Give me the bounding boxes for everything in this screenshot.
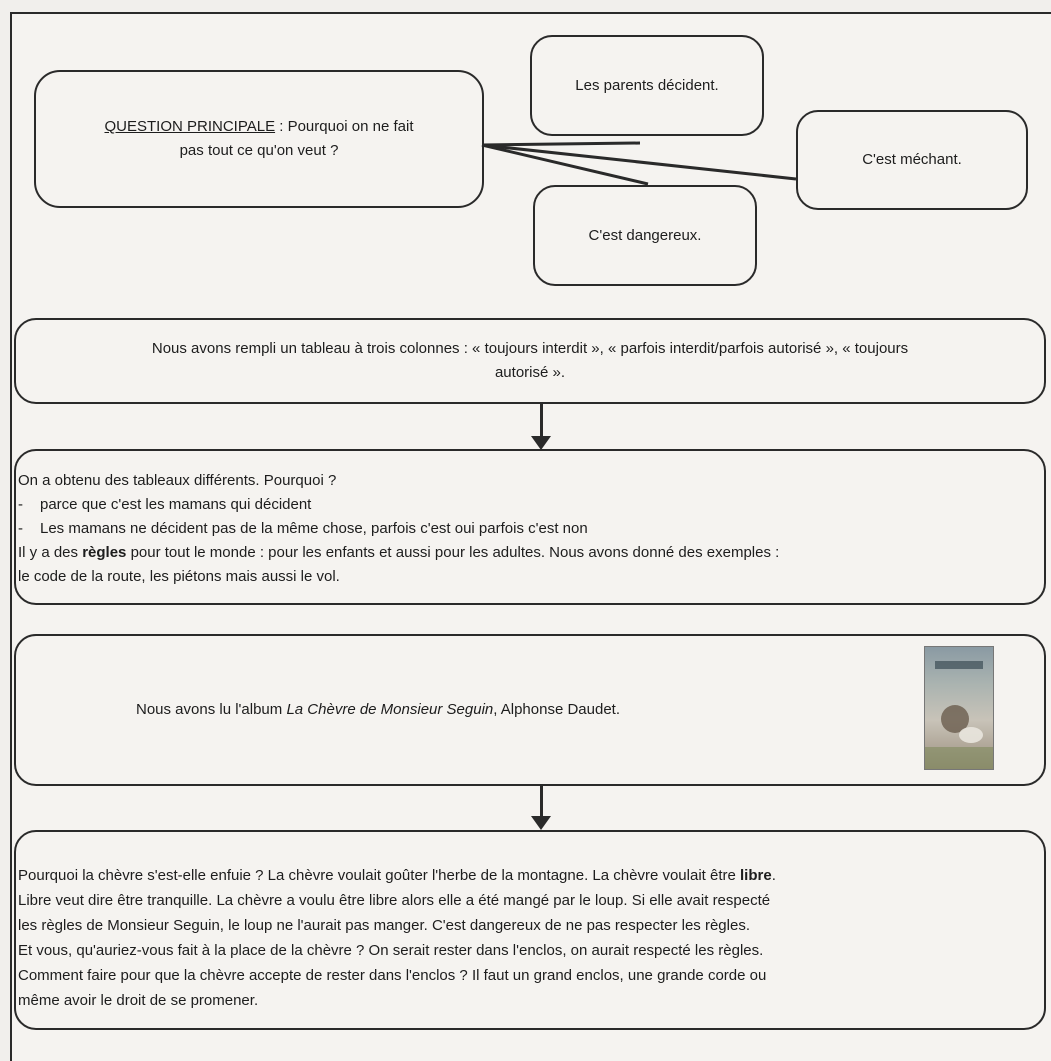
chevre-line-5: Comment faire pour que la chèvre accepte… (18, 967, 767, 984)
chevre-line-2: Libre veut dire être tranquille. La chèv… (18, 892, 771, 909)
main-question-label: QUESTION PRINCIPALE (104, 118, 276, 135)
album-text: Nous avons lu l'album La Chèvre de Monsi… (136, 701, 621, 718)
album-box: Nous avons lu l'album La Chèvre de Monsi… (14, 634, 1046, 786)
arrow-down-2-shaft (540, 786, 543, 818)
album-title: La Chèvre de Monsieur Seguin (286, 701, 494, 718)
tableau-box: Nous avons rempli un tableau à trois col… (14, 318, 1046, 404)
chevre-line-3: les règles de Monsieur Seguin, le loup n… (18, 917, 750, 934)
arrow-down-1-shaft (540, 404, 543, 438)
chevre-line-6: même avoir le droit de se promener. (18, 992, 259, 1009)
answer-parents-text: Les parents décident. (575, 76, 719, 94)
list-item: -Les mamans ne décident pas de la même c… (18, 520, 588, 537)
main-question-box: QUESTION PRINCIPALE : Pourquoi on ne fai… (34, 70, 484, 208)
answer-mechant-text: C'est méchant. (862, 151, 962, 168)
connector-dangereux (481, 143, 649, 186)
rules-text: Il y a des règles pour tout le monde : p… (18, 544, 780, 585)
rules-keyword: règles (82, 544, 127, 561)
tableau-text: Nous avons rempli un tableau à trois col… (151, 340, 909, 381)
tableaux-bullet-list: -parce que c'est les mamans qui décident… (18, 493, 1044, 541)
connector-mechant (481, 143, 797, 181)
chevre-line-1: Pourquoi la chèvre s'est-elle enfuie ? L… (18, 867, 776, 884)
mindmap-connectors (481, 141, 797, 186)
main-question-text: QUESTION PRINCIPALE : Pourquoi on ne fai… (104, 118, 414, 159)
connector-parents (481, 141, 641, 147)
list-item: -parce que c'est les mamans qui décident (18, 496, 312, 513)
answer-box-dangereux: C'est dangereux. (533, 185, 757, 286)
answer-box-mechant: C'est méchant. (796, 110, 1028, 210)
arrow-down-2-icon (531, 816, 551, 830)
worksheet-page (10, 12, 1051, 1061)
tableaux-differents-box: On a obtenu des tableaux différents. Pou… (14, 449, 1046, 605)
chevre-box: Pourquoi la chèvre s'est-elle enfuie ? L… (14, 830, 1046, 1030)
book-cover-icon (924, 646, 994, 770)
libre-keyword: libre (740, 867, 772, 884)
answer-dangereux-text: C'est dangereux. (588, 226, 702, 244)
arrow-down-1-icon (531, 436, 551, 450)
answer-box-parents: Les parents décident. (530, 35, 764, 136)
chevre-line-4: Et vous, qu'auriez-vous fait à la place … (18, 942, 764, 959)
tableaux-intro: On a obtenu des tableaux différents. Pou… (18, 472, 337, 489)
